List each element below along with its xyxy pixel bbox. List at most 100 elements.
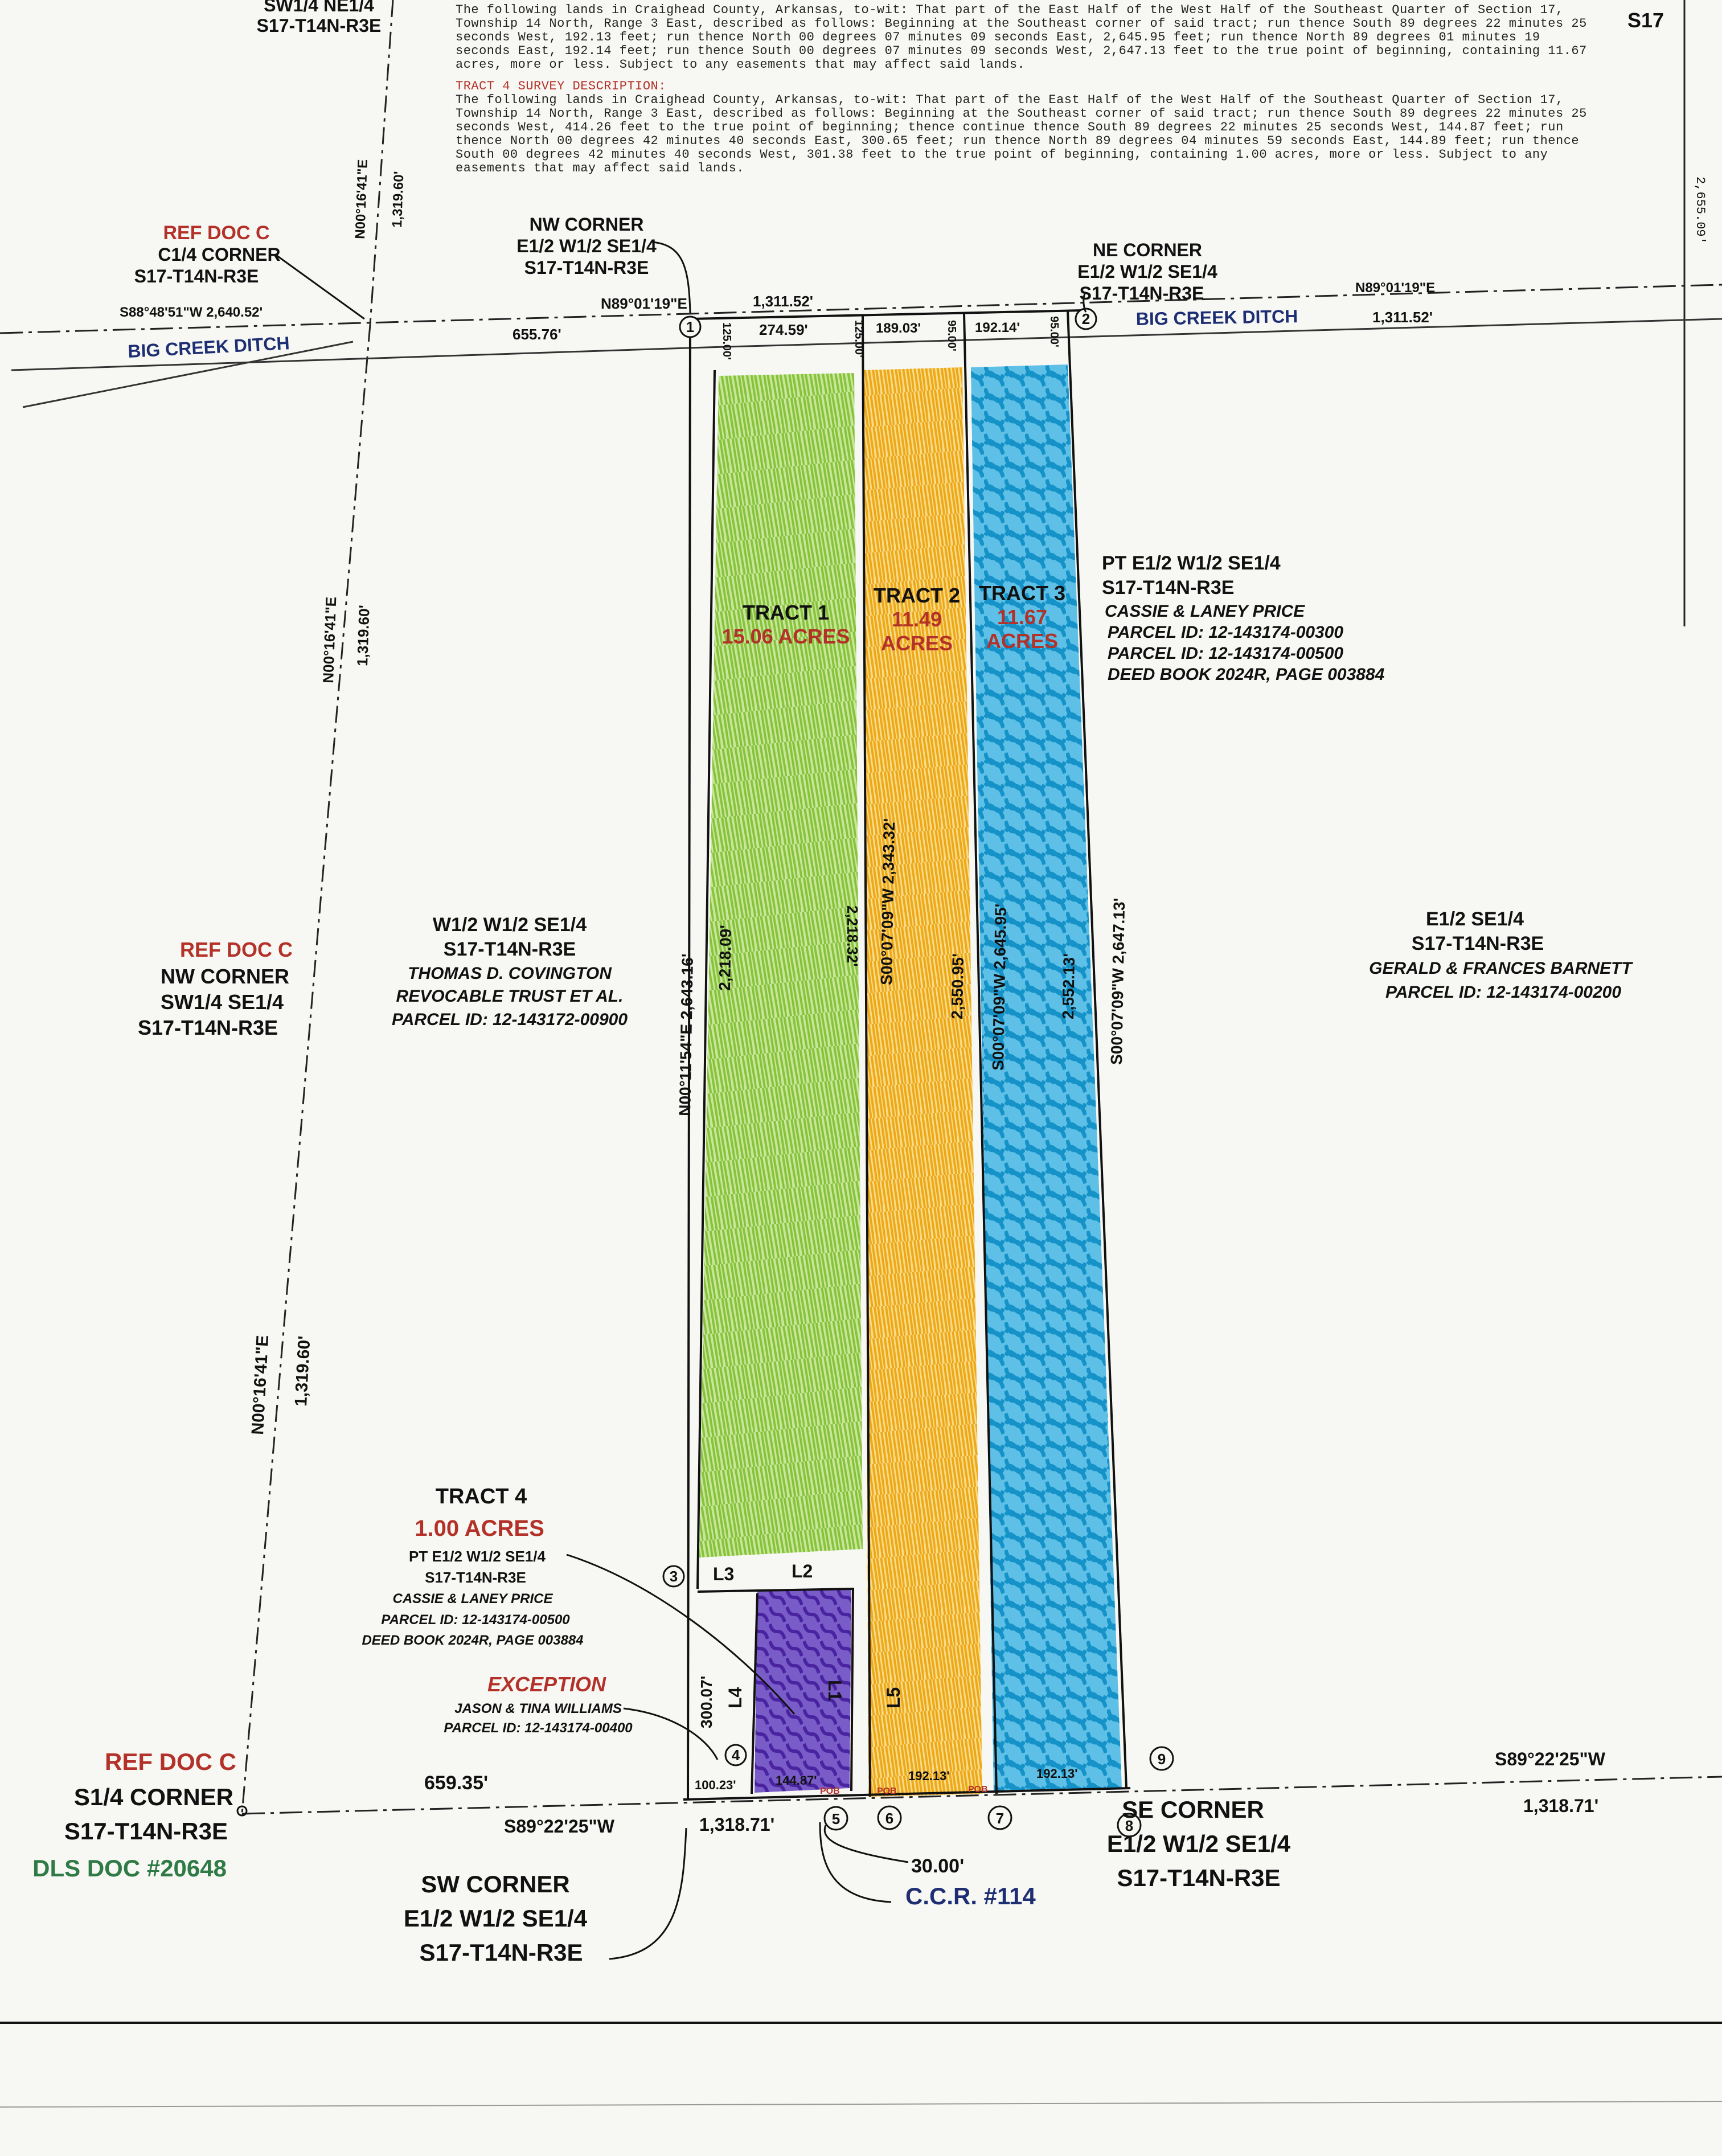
pt-owner-line2: S17-T14N-R3E — [1102, 577, 1234, 599]
survey-points — [662, 308, 1174, 1838]
ne-corner-line3: S17-T14N-R3E — [1080, 283, 1204, 304]
ref-nw-sw-title: REF DOC C — [180, 938, 293, 961]
bottom-seg-b: 144.87' — [776, 1773, 817, 1788]
bottom-dist-left: 1,318.71' — [699, 1814, 774, 1835]
t1-east-dist: 2,218.32' — [844, 905, 861, 966]
point-3-label: 3 — [670, 1568, 678, 1585]
point-5-label: 5 — [832, 1810, 840, 1827]
west-owner-line2: S17-T14N-R3E — [444, 938, 576, 960]
east-owner-line4: PARCEL ID: 12-143174-00200 — [1385, 983, 1621, 1002]
sheet-underlay-edge — [0, 2101, 1722, 2108]
tract-1-fill — [699, 373, 863, 1557]
west-section-line — [241, 324, 371, 1814]
sw-corner-line3: S17-T14N-R3E — [419, 1939, 583, 1966]
bottom-seg-d: 192.13' — [1036, 1766, 1078, 1781]
top-seg-west: 655.76' — [512, 326, 561, 343]
west-owner-line5: PARCEL ID: 12-143172-00900 — [392, 1010, 628, 1029]
tract-3-acres: 11.67 — [997, 605, 1047, 629]
point-2-label: 2 — [1082, 310, 1090, 327]
survey-point-numbers: 1 2 3 4 5 6 7 8 9 — [670, 310, 1166, 1834]
exception-title: EXCEPTION — [487, 1673, 606, 1696]
t1-inner-dist: 2,218.09' — [716, 925, 735, 991]
tract-4-height: 300.07' — [698, 1676, 715, 1728]
tract-1-name: TRACT 1 — [743, 601, 829, 624]
bottom-seg-a: 100.23' — [695, 1778, 736, 1792]
west-mid-dist: 1,319.60' — [354, 605, 373, 666]
ditch-bank-north — [11, 346, 707, 371]
tract-4-acres: 1.00 ACRES — [415, 1516, 544, 1541]
top-offset-t2b: 95.00' — [945, 320, 958, 351]
top-bearing-mid: N89°01'19"E — [601, 295, 687, 312]
se-corner-line1: SE CORNER — [1122, 1796, 1264, 1823]
tract4-description: TRACT 4 SURVEY DESCRIPTION: The followin… — [456, 80, 1594, 175]
ref-nw-sw-line4: S17-T14N-R3E — [138, 1016, 278, 1039]
top-offset-t3: 95.00' — [1048, 316, 1060, 347]
tract-2-acres-unit: ACRES — [881, 632, 953, 655]
pt-owner-line1: PT E1/2 W1/2 SE1/4 — [1102, 552, 1281, 574]
line-l4: L4 — [725, 1687, 745, 1708]
pt-owner-line3: CASSIE & LANEY PRICE — [1105, 602, 1305, 621]
tract4-description-body: The following lands in Craighead County,… — [456, 93, 1587, 175]
bottom-dist-right: 1,318.71' — [1523, 1796, 1598, 1816]
top-left-label-line2: S17-T14N-R3E — [257, 15, 382, 36]
west-owner-line3: THOMAS D. COVINGTON — [408, 964, 612, 983]
tract-4-line5: DEED BOOK 2024R, PAGE 003884 — [362, 1633, 583, 1648]
top-bearing-left: S88°48'51"W 2,640.52' — [120, 305, 263, 320]
se-corner-line2: E1/2 W1/2 SE1/4 — [1107, 1830, 1291, 1857]
ditch-bank-south — [22, 341, 354, 408]
west-owner-line1: W1/2 W1/2 SE1/4 — [433, 914, 587, 936]
ditch-bank-east — [706, 318, 1722, 349]
pt-owner-line6: DEED BOOK 2024R, PAGE 003884 — [1108, 665, 1385, 684]
ne-corner-line1: NE CORNER — [1093, 240, 1202, 260]
top-seg-t1: 274.59' — [759, 321, 808, 338]
ccr-offset: 30.00' — [911, 1855, 964, 1877]
sheet-id: S17 — [1627, 9, 1664, 32]
nw-corner-line2: E1/2 W1/2 SE1/4 — [516, 236, 657, 256]
west-mid-bearing: N00°16'41"E — [319, 596, 339, 683]
tract-2-fill — [863, 367, 982, 1797]
top-left-label-line1: SW1/4 NE1/4 — [264, 0, 374, 15]
ref-nw-sw-line3: SW1/4 SE1/4 — [161, 990, 284, 1014]
ref-c14-title: REF DOC C — [163, 222, 270, 244]
tract-4-line1: PT E1/2 W1/2 SE1/4 — [409, 1548, 546, 1565]
exception-line2: PARCEL ID: 12-143174-00400 — [444, 1720, 633, 1736]
ne-corner-line2: E1/2 W1/2 SE1/4 — [1077, 261, 1217, 282]
t3-west-bearing: S00°07'09"W 2,645.95' — [989, 903, 1010, 1071]
t2-dist: 2,550.95' — [948, 953, 967, 1019]
ref-c14-line2: C1/4 CORNER — [158, 244, 280, 265]
west-low-bearing: N00°16'41"E — [248, 1335, 272, 1436]
sw-corner-line1: SW CORNER — [421, 1871, 569, 1897]
tract-2-name: TRACT 2 — [874, 584, 960, 607]
nw-corner-line1: NW CORNER — [530, 214, 644, 235]
tract-2-acres: 11.49 — [892, 608, 942, 631]
t1-west-bearing: N00°11'54"E 2,643.16' — [676, 953, 696, 1116]
west-low-dist: 1,319.60' — [292, 1335, 314, 1407]
pt-owner-line5: PARCEL ID: 12-143174-00500 — [1108, 644, 1343, 663]
bottom-bearing-left: S89°22'25"W — [504, 1816, 615, 1837]
north-boundary-line — [0, 284, 1722, 334]
leader-lines — [276, 241, 1087, 1960]
top-seg-t2: 189.03' — [876, 321, 921, 336]
west-upper-dist: 1,319.60' — [390, 171, 407, 228]
bottom-seg-c: 192.13' — [908, 1769, 950, 1783]
bottom-bearing-right: S89°22'25"W — [1495, 1749, 1606, 1769]
top-offset-t2a: 125.00' — [852, 320, 865, 358]
line-l1: L1 — [825, 1680, 845, 1701]
top-dist-mid: 1,311.52' — [753, 293, 813, 310]
tract4-description-heading: TRACT 4 SURVEY DESCRIPTION: — [456, 79, 666, 93]
tract-4-fill — [755, 1589, 851, 1793]
point-9-label: 9 — [1158, 1751, 1166, 1768]
right-edge-distance: 2,655.09' — [1693, 177, 1707, 244]
t3-dist: 2,552.13' — [1059, 953, 1078, 1019]
s14-monument-icon — [236, 1805, 248, 1817]
pob-2: POB — [877, 1786, 897, 1796]
ref-nw-sw-line2: NW CORNER — [161, 965, 289, 988]
pob-1: POB — [820, 1786, 840, 1796]
nw-corner-line3: S17-T14N-R3E — [524, 257, 649, 278]
point-7-label: 7 — [996, 1810, 1004, 1827]
point-8-label: 8 — [1125, 1817, 1133, 1834]
tract-4-line3: CASSIE & LANEY PRICE — [393, 1591, 554, 1606]
top-bearing-right: N89°01'19"E — [1355, 280, 1435, 296]
